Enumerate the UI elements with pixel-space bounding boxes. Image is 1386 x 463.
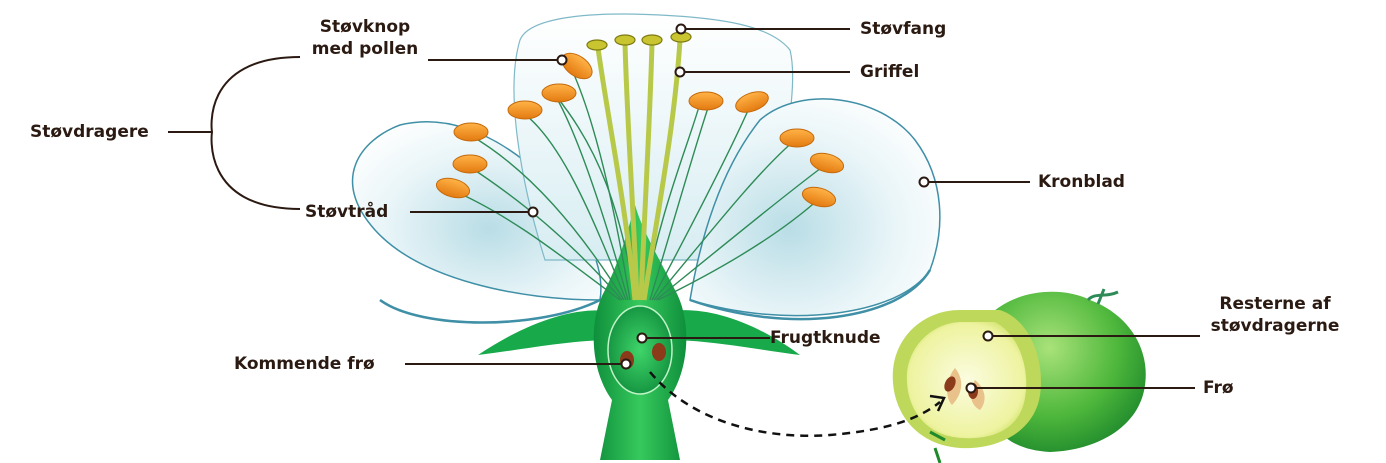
label-fro: Frø xyxy=(1203,377,1234,399)
label-stovdragere: Støvdragere xyxy=(30,121,149,143)
label-stovfang: Støvfang xyxy=(860,18,946,40)
label-resterne-line1: Resterne af xyxy=(1200,293,1350,315)
label-griffel: Griffel xyxy=(860,61,919,83)
label-kronblad: Kronblad xyxy=(1038,171,1125,193)
label-stovtrad: Støvtråd xyxy=(305,201,388,223)
label-resterne: Resterne af støvdragerne xyxy=(1200,293,1350,337)
label-stovknop-line1: Støvknop xyxy=(300,16,430,38)
label-stovknop: Støvknop med pollen xyxy=(300,16,430,60)
label-frugtknude: Frugtknude xyxy=(770,327,881,349)
label-kommende-fro: Kommende frø xyxy=(234,353,375,375)
label-resterne-line2: støvdragerne xyxy=(1200,315,1350,337)
label-stovknop-line2: med pollen xyxy=(300,38,430,60)
halved-apple xyxy=(893,289,1146,463)
